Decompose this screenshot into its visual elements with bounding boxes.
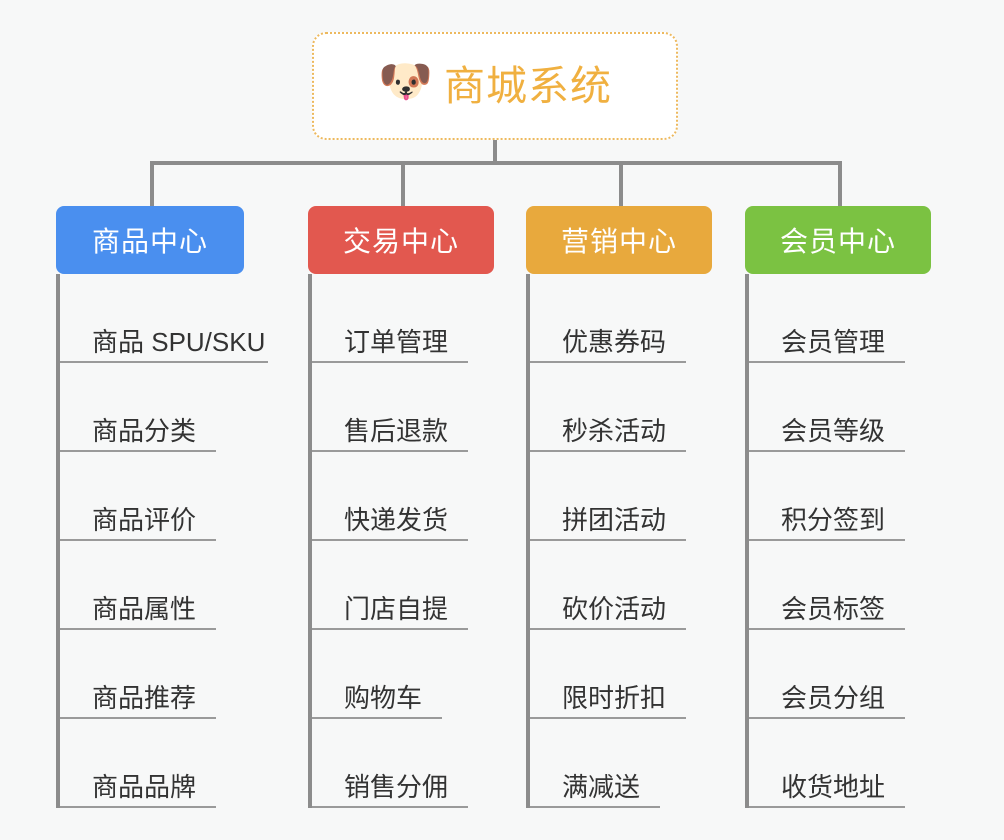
leaf-item-underline [530,539,686,541]
leaf-item-label: 砍价活动 [562,594,667,624]
leaf-item[interactable]: 会员管理 [749,274,931,363]
category-label: 营销中心 [560,226,677,257]
connector-drop-product-center [150,161,154,206]
leaf-item[interactable]: 快递发货 [312,452,494,541]
leaf-list-trade-center: 订单管理售后退款快递发货门店自提购物车销售分佣 [308,274,494,808]
leaf-item-underline [749,628,905,630]
category-box-trade-center[interactable]: 交易中心 [308,206,494,274]
leaf-item-underline [749,717,905,719]
leaf-item-underline [749,450,905,452]
leaf-item-label: 会员等级 [781,416,886,446]
leaf-item[interactable]: 拼团活动 [530,452,712,541]
leaf-item[interactable]: 会员标签 [749,541,931,630]
leaf-item[interactable]: 会员分组 [749,630,931,719]
leaf-item-label: 商品品牌 [92,772,197,802]
leaf-item[interactable]: 秒杀活动 [530,363,712,452]
leaf-item-label: 满减送 [562,772,641,802]
leaf-item-underline [530,628,686,630]
leaf-item-underline [60,717,216,719]
leaf-item-label: 门店自提 [344,594,449,624]
leaf-item-underline [312,361,468,363]
leaf-item-underline [312,628,468,630]
leaf-item-label: 售后退款 [344,416,449,446]
leaf-item-label: 销售分佣 [344,772,449,802]
leaf-item[interactable]: 积分签到 [749,452,931,541]
leaf-item-underline [530,806,660,808]
leaf-item-label: 积分签到 [781,505,886,535]
leaf-item-underline [312,717,442,719]
leaf-item-underline [60,806,216,808]
leaf-item-label: 拼团活动 [562,505,667,535]
leaf-item[interactable]: 订单管理 [312,274,494,363]
leaf-item-underline [60,539,216,541]
leaf-item-label: 会员管理 [781,327,886,357]
root-node[interactable]: 🐶 商城系统 [312,32,678,140]
leaf-item-label: 限时折扣 [562,683,667,713]
leaf-item-underline [749,539,905,541]
leaf-item[interactable]: 商品推荐 [60,630,244,719]
column-product-center: 商品中心商品 SPU/SKU 商品分类商品评价商品属性商品推荐商品品牌 [56,206,268,808]
leaf-item[interactable]: 砍价活动 [530,541,712,630]
leaf-item[interactable]: 商品属性 [60,541,244,630]
column-trade-center: 交易中心订单管理售后退款快递发货门店自提购物车销售分佣 [308,206,494,808]
leaf-item-label: 秒杀活动 [562,416,667,446]
column-member-center: 会员中心会员管理会员等级积分签到会员标签会员分组收货地址 [745,206,931,808]
connector-root-stem [493,140,497,164]
leaf-item-label: 商品 SPU/SKU [92,327,266,357]
leaf-item-label: 商品属性 [92,594,197,624]
leaf-item[interactable]: 收货地址 [749,719,931,808]
category-box-product-center[interactable]: 商品中心 [56,206,244,274]
leaf-item[interactable]: 满减送 [530,719,712,808]
leaf-item[interactable]: 购物车 [312,630,494,719]
leaf-item-underline [60,628,216,630]
leaf-item-label: 收货地址 [781,772,886,802]
leaf-item-label: 商品推荐 [92,683,197,713]
category-label: 交易中心 [342,226,459,257]
leaf-item-underline [530,361,686,363]
leaf-item[interactable]: 商品分类 [60,363,244,452]
leaf-item-underline [749,361,905,363]
leaf-item[interactable]: 商品 SPU/SKU [60,274,268,363]
leaf-item[interactable]: 会员等级 [749,363,931,452]
dog-face-icon: 🐶 [378,57,433,106]
connector-drop-marketing-center [619,161,623,206]
leaf-item-label: 购物车 [344,683,423,713]
leaf-item[interactable]: 门店自提 [312,541,494,630]
category-box-marketing-center[interactable]: 营销中心 [526,206,712,274]
leaf-item-underline [530,717,686,719]
leaf-item[interactable]: 商品品牌 [60,719,244,808]
leaf-item-label: 商品分类 [92,416,197,446]
leaf-list-product-center: 商品 SPU/SKU 商品分类商品评价商品属性商品推荐商品品牌 [56,274,268,808]
category-box-member-center[interactable]: 会员中心 [745,206,931,274]
leaf-item[interactable]: 售后退款 [312,363,494,452]
leaf-item[interactable]: 销售分佣 [312,719,494,808]
connector-drop-trade-center [401,161,405,206]
leaf-item-underline [312,450,468,452]
leaf-item-label: 快递发货 [344,505,449,535]
leaf-list-marketing-center: 优惠券码秒杀活动拼团活动砍价活动限时折扣满减送 [526,274,712,808]
leaf-list-member-center: 会员管理会员等级积分签到会员标签会员分组收货地址 [745,274,931,808]
leaf-item[interactable]: 商品评价 [60,452,244,541]
root-node-title: 商城系统 [444,62,612,109]
leaf-item-label: 订单管理 [344,327,449,357]
leaf-item[interactable]: 优惠券码 [530,274,712,363]
leaf-item-label: 优惠券码 [562,327,667,357]
leaf-item-underline [312,539,468,541]
category-label: 商品中心 [91,226,208,257]
leaf-item-underline [749,806,905,808]
leaf-item-label: 会员分组 [781,683,886,713]
leaf-item-label: 会员标签 [781,594,886,624]
leaf-item-underline [530,450,686,452]
leaf-item-underline [60,361,268,363]
leaf-item-label: 商品评价 [92,505,197,535]
connector-drop-member-center [838,161,842,206]
connector-horizontal-bus [150,161,842,165]
leaf-item[interactable]: 限时折扣 [530,630,712,719]
column-marketing-center: 营销中心优惠券码秒杀活动拼团活动砍价活动限时折扣满减送 [526,206,712,808]
leaf-item-underline [312,806,468,808]
leaf-item-underline [60,450,216,452]
category-label: 会员中心 [779,226,896,257]
